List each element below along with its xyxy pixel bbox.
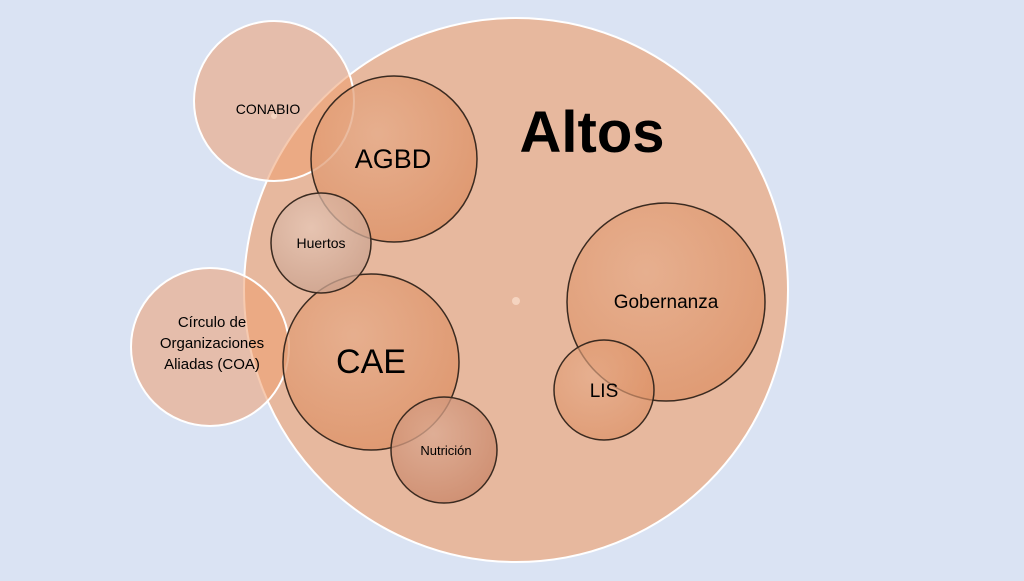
label-conabio: CONABIO [236,101,301,117]
label-nutricion: Nutrición [420,443,471,458]
label-huertos: Huertos [296,235,345,251]
label-agbd: AGBD [355,144,432,174]
label-coa-line2: Organizaciones [160,335,264,352]
label-lis: LIS [590,381,619,402]
circle-huertos [270,192,372,294]
circle-agbd [310,75,478,243]
main-circle-center-dot [512,297,520,305]
title-altos: Altos [520,100,665,165]
circle-conabio-dot [271,113,277,119]
label-coa-line3: Aliadas (COA) [164,356,260,373]
circle-lis [553,339,655,441]
label-coa-line1: Círculo de [178,314,246,331]
circle-nutricion [390,396,498,504]
label-cae: CAE [336,343,406,381]
label-gobernanza: Gobernanza [614,292,719,313]
